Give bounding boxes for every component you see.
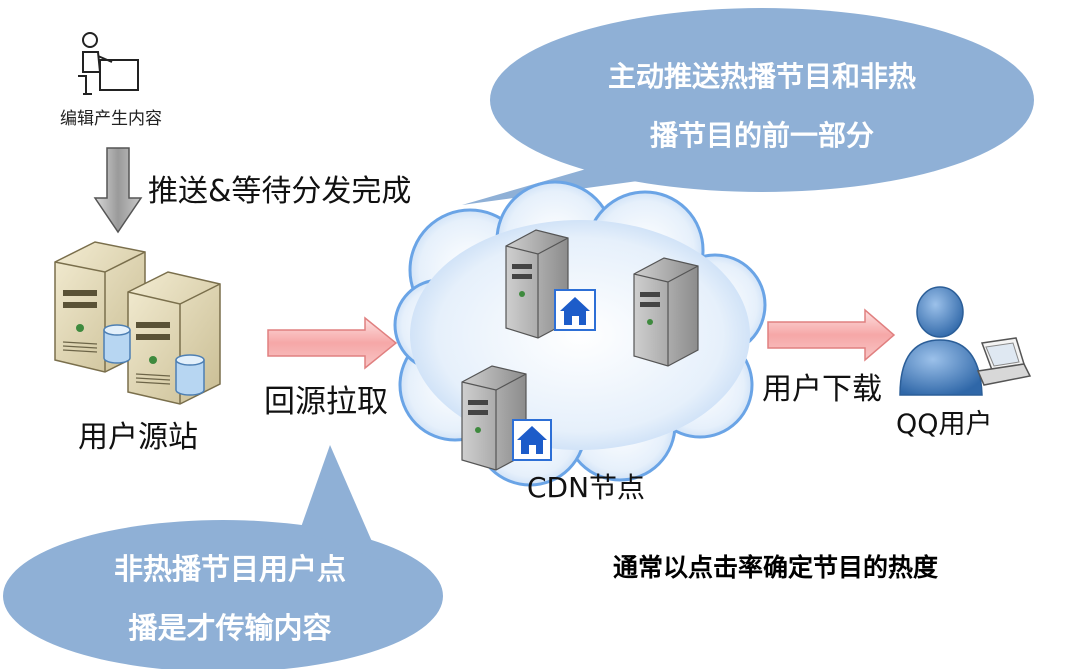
bottom-bubble-line1: 非热播节目用户点 [113, 552, 346, 586]
pull-label: 回源拉取 [264, 384, 388, 420]
cdn-cloud [393, 180, 767, 487]
origin-label: 用户源站 [78, 420, 198, 455]
cdn-label: CDN节点 [527, 471, 646, 504]
download-arrow [767, 308, 896, 362]
top-bubble-line1: 主动推送热播节目和非热 [607, 60, 916, 93]
cdn-server-icon [461, 229, 699, 471]
push-down-arrow [93, 147, 143, 234]
editor-label: 编辑产生内容 [60, 109, 162, 129]
origin-server-icon [54, 241, 221, 405]
top-speech-bubble [462, 8, 1034, 205]
editor-person-icon [78, 32, 139, 95]
bottom-bubble-line2: 播是才传输内容 [128, 611, 332, 645]
bottom-speech-bubble [3, 445, 443, 669]
user-label: QQ用户 [896, 409, 993, 440]
home-icon [554, 289, 596, 331]
user-person-icon [899, 286, 983, 396]
database-icon [103, 324, 205, 396]
popularity-note: 通常以点击率确定节目的热度 [613, 553, 939, 582]
push-wait-label: 推送&等待分发完成 [148, 174, 412, 209]
download-label: 用户下载 [762, 372, 882, 407]
laptop-icon [976, 337, 1032, 386]
home-icon [512, 419, 552, 461]
pull-arrow [267, 316, 398, 370]
top-bubble-line2: 播节目的前一部分 [649, 119, 874, 152]
